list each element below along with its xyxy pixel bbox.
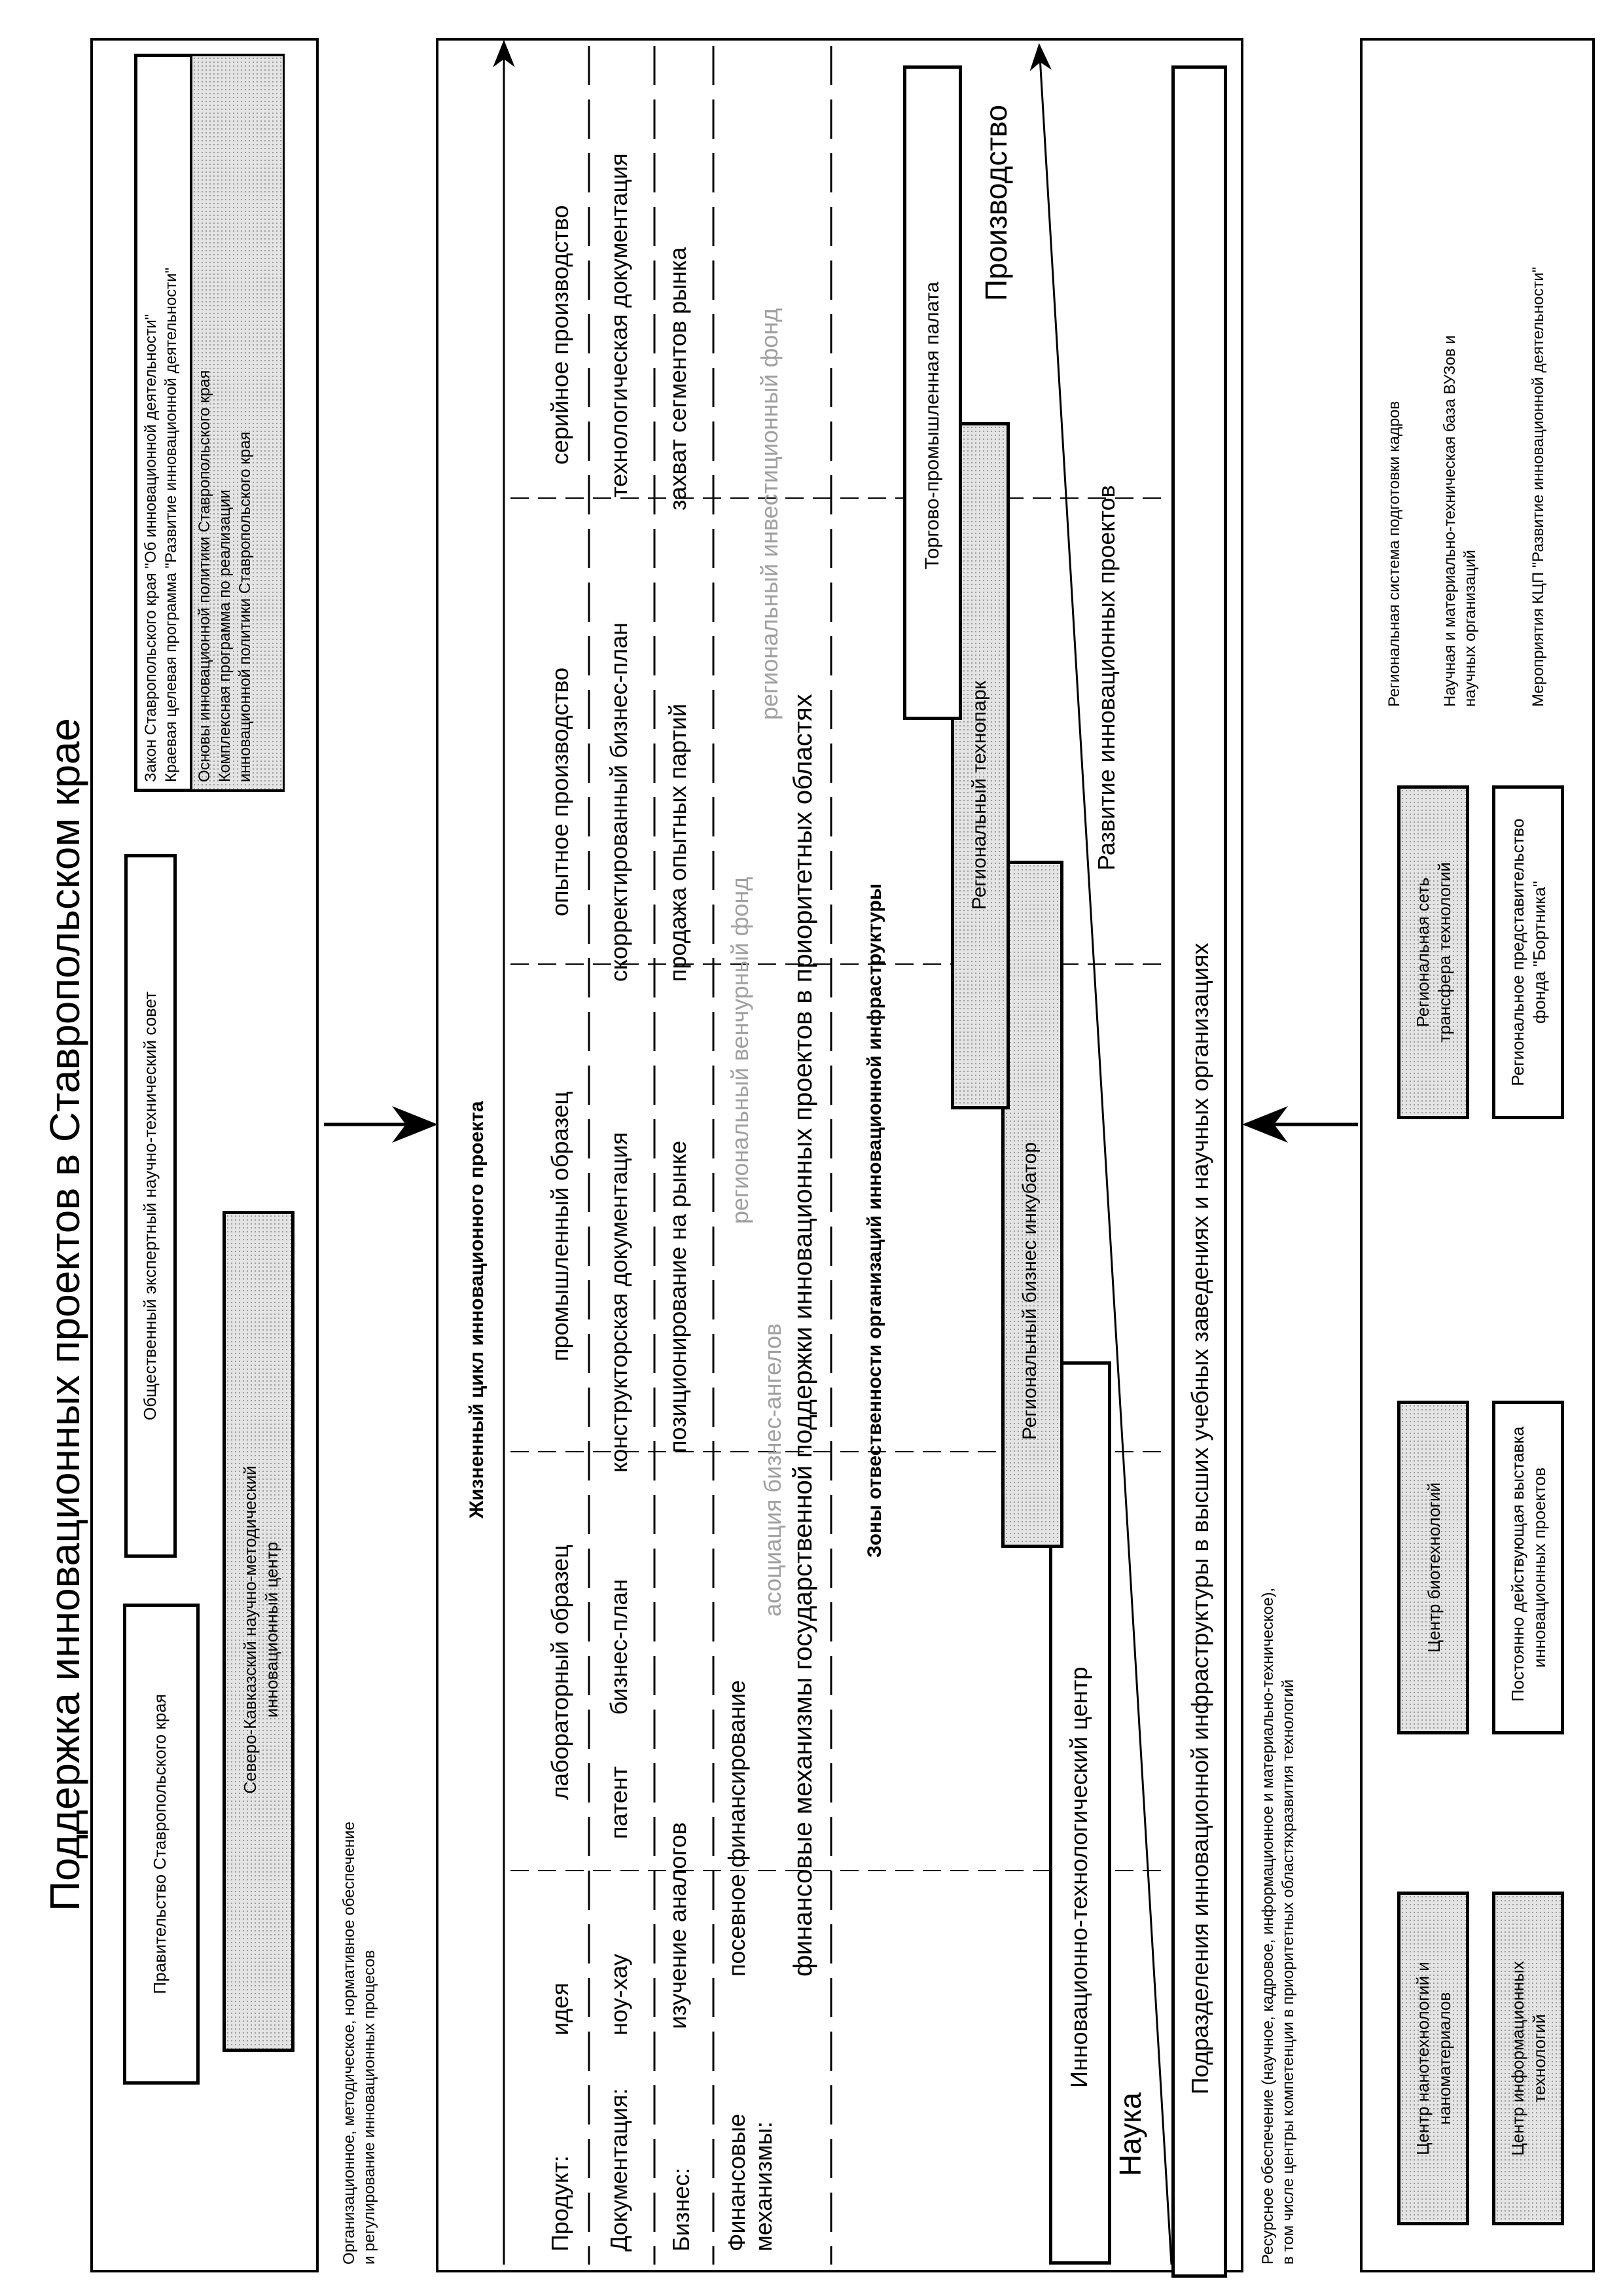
fin-angels: асоциация бизнес-ангелов (759, 1323, 786, 1617)
center-bio-box (1397, 1401, 1469, 1734)
law-line: инновационной политики Ставропольского к… (236, 431, 255, 782)
biz-market-capture: захват сегментов рынка (664, 247, 691, 511)
resource-kcp: Мероприятия КЦП "Развитие инновационной … (1529, 266, 1547, 707)
nk-center-label: Северо-Кавказский научно-методический ин… (240, 1414, 282, 1846)
center-nano-line: наноматериалов (1434, 1992, 1454, 2125)
finance-label-line: механизмы: (750, 2121, 777, 2251)
subdivisions-label: Подразделения инновационной инфраструкту… (1186, 942, 1213, 2094)
exhibition-label: Постоянно действующая выставка инновацио… (1507, 1426, 1550, 1702)
incubator-box (1001, 861, 1063, 1548)
nk-center-line: Северо-Кавказский научно-методический (240, 1465, 260, 1794)
law-line: Закон Ставропольского края "Об инновацио… (142, 314, 160, 782)
fin-seed: посевное финансирование (723, 1679, 750, 1977)
left-caption: Организационное, методическое, нормативн… (339, 1821, 380, 2265)
product-lab-sample: лабораторный образец (546, 1545, 573, 1800)
doc-adjusted-plan: скорректированный бизнес-план (605, 622, 632, 982)
fund-office-label: Региональное представительство фонда "Бо… (1507, 812, 1550, 1093)
left-caption-line: и регулирование инновационных процесов (361, 1950, 379, 2265)
progress-arrow (1029, 43, 1173, 2265)
law-line: Комплексная программа по реализации (216, 490, 234, 782)
resource-base-line: научных организаций (1461, 550, 1480, 707)
center-it-line: Центр информационных (1508, 1961, 1527, 2156)
right-caption-line: в том числе центры компетенции в приорит… (1279, 1679, 1298, 2265)
zones-title: Зоны отвественности организаций инноваци… (864, 883, 885, 1558)
science-label: Наука (1113, 2092, 1147, 2176)
law-line: Краевая целевая программа "Развитие инно… (162, 267, 181, 782)
exhibition-line: Постоянно действующая выставка (1508, 1426, 1527, 1702)
laws-top-text: Закон Ставропольского края "Об инновацио… (141, 268, 181, 782)
product-pilot-production: опытное производство (546, 667, 573, 916)
center-nano-line: Центр нанотехнологий и (1413, 1962, 1433, 2155)
page-title: Поддержка инновационных проектов в Ставр… (41, 718, 88, 1911)
resource-training: Региональная система подготовки кадров (1385, 401, 1403, 707)
fin-investment: региональный инвестиционный фонд (756, 308, 783, 720)
product-idea: идея (546, 1982, 573, 2036)
fund-office-line: Региональное представительство (1508, 818, 1527, 1086)
laws-shaded-part (190, 56, 283, 789)
center-bio-label: Центр биотехнологий (1424, 1482, 1444, 1653)
resource-base-line: Научная и материально-техническая база В… (1441, 335, 1459, 707)
center-it-box (1492, 1892, 1564, 2225)
laws-bottom-text: Основы инновационной политики Ставрополь… (194, 370, 256, 782)
row-label-business: Бизнес: (668, 2167, 694, 2251)
transfer-network-line: Региональная сеть (1413, 877, 1433, 1028)
doc-know-how: ноу-хау (605, 1954, 632, 2036)
doc-business-plan: бизнес-план (605, 1579, 632, 1715)
fin-venture: региональный венчурный фонд (726, 876, 753, 1224)
government-label: Правительство Ставропольского края (150, 1694, 169, 1994)
left-caption-line: Организационное, методическое, нормативн… (340, 1821, 358, 2265)
incubator-label: Региональный бизнес инкубатор (1019, 1141, 1041, 1440)
product-serial-production: серийное производство (546, 205, 573, 465)
finance-label-line: Финансовые (723, 2113, 750, 2251)
resource-base: Научная и материально-техническая база В… (1440, 335, 1480, 707)
biz-pilot-sales: продажа опытных партий (664, 704, 691, 982)
transfer-network-line: трансфера технологий (1434, 862, 1454, 1043)
fund-office-box (1492, 785, 1564, 1119)
center-nano-label: Центр нанотехнологий и наноматериалов (1412, 1928, 1455, 2189)
row-label-documentation: Документация: (605, 2088, 632, 2251)
product-industrial-sample: промышленный образец (546, 1091, 573, 1361)
exhibition-line: инновационных проектов (1529, 1467, 1549, 1668)
government-box (123, 1604, 200, 2085)
doc-patent: патент (605, 1766, 632, 1839)
center-nano-box (1397, 1892, 1469, 2225)
law-line: Основы инновационной политики Ставрополь… (196, 370, 213, 782)
development-label: Развитие инновационных проектов (1093, 485, 1120, 870)
doc-tech-docs: технологическая документация (605, 153, 632, 497)
exhibition-box (1492, 1401, 1564, 1734)
biz-positioning: позиционирование на рынке (664, 1140, 691, 1453)
production-label: Производство (979, 105, 1013, 301)
left-panel-frame (90, 38, 319, 2272)
row-label-finance: Финансовые механизмы: (723, 2113, 777, 2251)
nk-center-line: инновационный центр (261, 1541, 281, 1718)
center-panel-frame (436, 38, 1243, 2272)
right-caption-line: Ресурсное обеспечение (научное, кадровое… (1259, 1587, 1277, 2265)
subdivisions-box (1171, 65, 1227, 2278)
technopark-label: Региональный технопарк (969, 681, 990, 910)
right-caption: Ресурсное обеспечение (научное, кадровое… (1258, 1588, 1298, 2265)
center-it-line: технологий (1529, 2014, 1549, 2103)
council-label: Общественный экспертный научно-техническ… (140, 991, 160, 1421)
fund-office-line: фонда "Бортника" (1529, 880, 1549, 1024)
doc-design-docs: конструкторская документация (605, 1132, 632, 1473)
council-box (124, 854, 177, 1558)
itc-label: Инновационно-технологический центр (1065, 1666, 1092, 2088)
fin-state-support: финансовые механизмы государственной под… (789, 694, 817, 1977)
right-panel-frame (1360, 38, 1595, 2272)
transfer-network-label: Региональная сеть трансфера технологий (1412, 831, 1455, 1073)
lifecycle-title: Жизненный цикл инновационного проекта (466, 1101, 488, 1518)
transfer-network-box (1397, 785, 1469, 1119)
chamber-label: Торгово-промышленная палата (921, 281, 943, 569)
nk-center-box (223, 1211, 294, 2052)
biz-analogues: изучение аналогов (664, 1822, 691, 2029)
chamber-box (903, 65, 962, 720)
row-label-product: Продукт: (546, 2155, 573, 2251)
center-it-label: Центр информационных технологий (1507, 1928, 1550, 2189)
